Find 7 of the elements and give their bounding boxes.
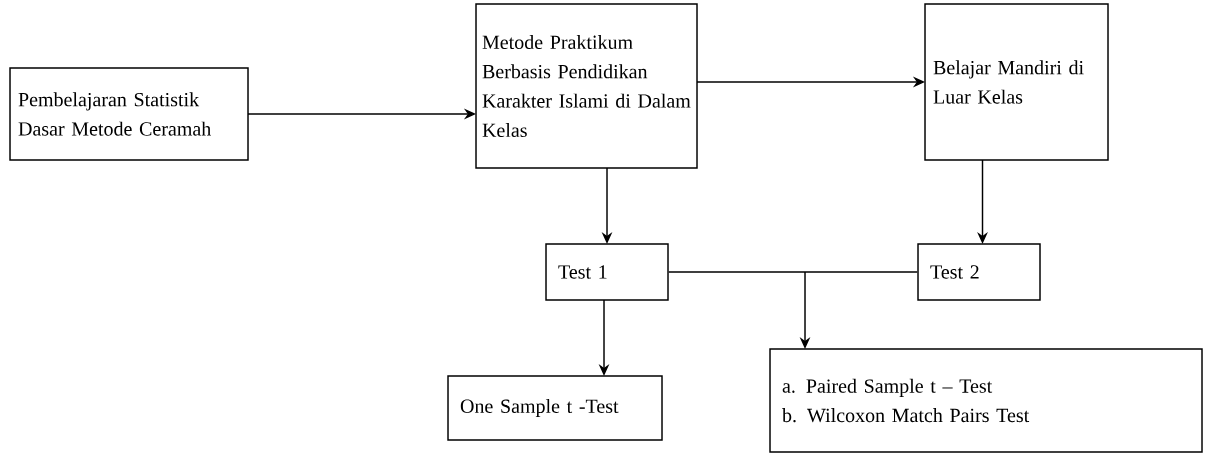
process-box: Metode Praktikum Berbasis Pendidikan Karakter Islami di Dalam Kelas bbox=[475, 3, 698, 169]
process-box: Pembelajaran Statistik Dasar Metode Ceramah bbox=[9, 67, 249, 161]
process-box: Test 2 bbox=[917, 243, 1041, 301]
process-box: a. Paired Sample t – Test b. Wilcoxon Match Pairs Test bbox=[769, 348, 1203, 453]
process-box: Belajar Mandiri di Luar Kelas bbox=[924, 3, 1109, 161]
process-box: Test 1 bbox=[545, 243, 669, 301]
process-box: One Sample t -Test bbox=[447, 375, 663, 441]
